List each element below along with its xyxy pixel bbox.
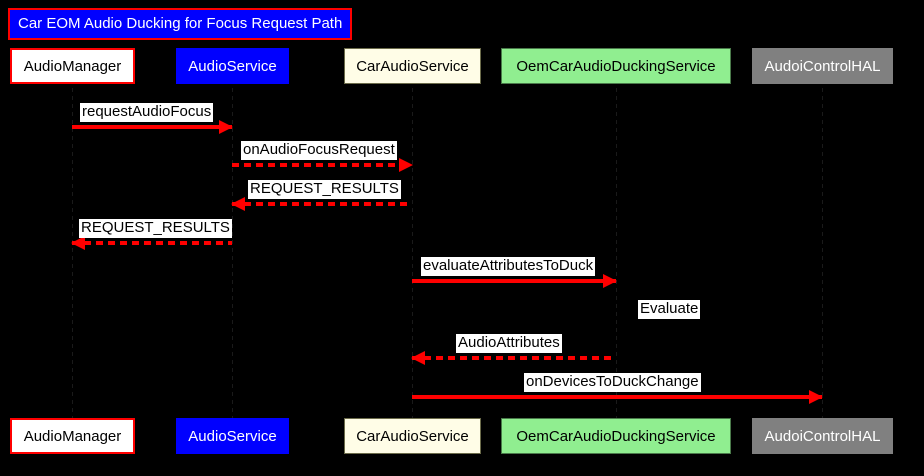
arrow-head-icon [399, 158, 413, 172]
message-arrow-on-devices-to-duck[interactable] [412, 390, 823, 404]
participant-label: AudoiControlHAL [764, 57, 881, 75]
participant-audio-service-top[interactable]: AudioService [176, 48, 289, 84]
participant-label: OemCarAudioDuckingService [516, 57, 716, 75]
participant-audoi-control-hal-top[interactable]: AudoiControlHAL [752, 48, 893, 84]
arrow-head-icon [219, 120, 233, 134]
message-label-on-audio-focus-request: onAudioFocusRequest [241, 141, 397, 160]
lifeline-car-audio-service [412, 88, 413, 418]
participant-label: AudioService [188, 57, 277, 75]
arrow-head-icon [603, 274, 617, 288]
lifeline-oem-car-audio-ducking [616, 88, 617, 418]
arrow-line [412, 395, 822, 399]
message-arrow-on-audio-focus-request[interactable] [232, 158, 413, 172]
participant-audio-service-bottom[interactable]: AudioService [176, 418, 289, 454]
arrow-line [72, 125, 232, 129]
lifeline-audio-service [232, 88, 233, 418]
message-label-request-results-2: REQUEST_RESULTS [79, 219, 232, 238]
message-arrow-request-results-1[interactable] [231, 197, 412, 211]
arrow-line [72, 241, 232, 245]
participant-label: CarAudioService [356, 427, 469, 445]
lifeline-audoi-control-hal [822, 88, 823, 418]
participant-audio-manager-top[interactable]: AudioManager [10, 48, 135, 84]
note-evaluate-note: Evaluate [638, 300, 701, 319]
arrow-head-icon [231, 197, 245, 211]
participant-audio-manager-bottom[interactable]: AudioManager [10, 418, 135, 454]
participant-oem-car-audio-ducking-bottom[interactable]: OemCarAudioDuckingService [501, 418, 731, 454]
arrow-line [232, 202, 412, 206]
participant-car-audio-service-bottom[interactable]: CarAudioService [344, 418, 481, 454]
message-label-on-devices-to-duck: onDevicesToDuckChange [524, 373, 701, 392]
participant-label: AudoiControlHAL [764, 427, 881, 445]
participant-oem-car-audio-ducking-top[interactable]: OemCarAudioDuckingService [501, 48, 731, 84]
message-arrow-request-audio-focus[interactable] [72, 120, 233, 134]
lifeline-audio-manager [72, 88, 73, 418]
message-label-request-audio-focus: requestAudioFocus [80, 103, 214, 122]
participant-label: AudioService [188, 427, 277, 445]
arrow-head-icon [71, 236, 85, 250]
arrow-head-icon [411, 351, 425, 365]
message-label-audio-attributes: AudioAttributes [456, 334, 562, 353]
arrow-line [412, 356, 616, 360]
participant-label: AudioManager [23, 427, 122, 445]
participant-label: OemCarAudioDuckingService [516, 427, 716, 445]
arrow-head-icon [809, 390, 823, 404]
participant-label: CarAudioService [356, 57, 469, 75]
participant-car-audio-service-top[interactable]: CarAudioService [344, 48, 481, 84]
participant-label: AudioManager [23, 57, 122, 75]
message-arrow-evaluate-attributes[interactable] [412, 274, 617, 288]
diagram-title: Car EOM Audio Ducking for Focus Request … [8, 8, 353, 40]
message-arrow-request-results-2[interactable] [71, 236, 232, 250]
message-arrow-audio-attributes[interactable] [411, 351, 616, 365]
arrow-line [232, 163, 412, 167]
arrow-line [412, 279, 616, 283]
participant-audoi-control-hal-bottom[interactable]: AudoiControlHAL [752, 418, 893, 454]
message-label-request-results-1: REQUEST_RESULTS [248, 180, 401, 199]
message-label-evaluate-attributes: evaluateAttributesToDuck [421, 257, 596, 276]
